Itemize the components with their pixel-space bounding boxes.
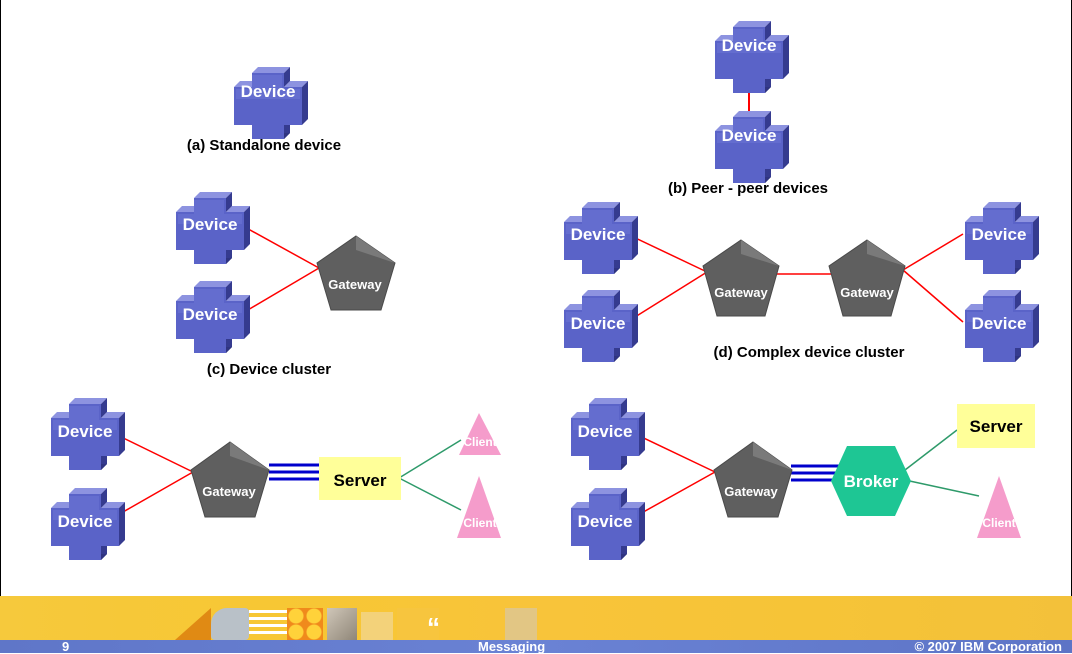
- messaging-topology-diagram: Device Device Device Device Device Devic…: [51, 21, 1039, 560]
- svg-text:Device: Device: [183, 215, 238, 234]
- svg-text:Gateway: Gateway: [840, 285, 894, 300]
- broker: Broker: [831, 446, 911, 516]
- svg-text:Device: Device: [571, 225, 626, 244]
- svg-text:Broker: Broker: [844, 472, 899, 491]
- gateway-c: Gateway: [316, 235, 396, 311]
- device-d-left-top: Device: [564, 202, 638, 274]
- svg-text:Gateway: Gateway: [724, 484, 778, 499]
- footer-graphic-strip: “: [175, 604, 545, 640]
- device-b-top: Device: [715, 21, 789, 93]
- server-e: Server: [319, 457, 401, 500]
- caption-complex-device-cluster: (d) Complex device cluster: [714, 344, 905, 361]
- device-e-bottom: Device: [51, 488, 125, 560]
- device-e-top: Device: [51, 398, 125, 470]
- caption-standalone: (a) Standalone device: [187, 137, 341, 154]
- svg-text:Device: Device: [722, 36, 777, 55]
- device-c-bottom: Device: [176, 281, 250, 353]
- client-e-bottom: Client: [457, 476, 501, 538]
- svg-text:Device: Device: [241, 82, 296, 101]
- page-number: 9: [62, 639, 70, 654]
- caption-device-cluster: (c) Device cluster: [207, 361, 331, 378]
- gateway-d-left: Gateway: [702, 239, 780, 317]
- footer-decorative-band: “: [0, 596, 1072, 640]
- svg-text:Gateway: Gateway: [202, 484, 256, 499]
- device-d-left-bottom: Device: [564, 290, 638, 362]
- svg-text:Device: Device: [722, 126, 777, 145]
- footer-title: Messaging: [478, 639, 546, 654]
- svg-text:Device: Device: [972, 225, 1027, 244]
- device-d-right-top: Device: [965, 202, 1039, 274]
- client-f: Client: [977, 476, 1021, 538]
- svg-text:Device: Device: [578, 512, 633, 531]
- svg-text:Gateway: Gateway: [328, 277, 382, 292]
- device-f-bottom: Device: [571, 488, 645, 560]
- svg-text:Device: Device: [578, 422, 633, 441]
- gateway-d-right: Gateway: [828, 239, 906, 317]
- svg-text:Server: Server: [970, 417, 1023, 436]
- server-f: Server: [957, 404, 1035, 448]
- connection-lines: [108, 60, 980, 521]
- svg-text:Device: Device: [183, 305, 238, 324]
- device-d-right-bottom: Device: [965, 290, 1039, 362]
- gateway-f: Gateway: [713, 441, 793, 518]
- device-b-bottom: Device: [715, 111, 789, 183]
- svg-text:Client: Client: [463, 516, 496, 530]
- client-e-top: Client: [459, 413, 501, 455]
- svg-text:Server: Server: [334, 471, 387, 490]
- device-c-top: Device: [176, 192, 250, 264]
- copyright: © 2007 IBM Corporation: [914, 639, 1062, 654]
- svg-text:Client: Client: [463, 435, 496, 449]
- footer-bar: 9 Messaging © 2007 IBM Corporation: [0, 640, 1072, 653]
- caption-peer-peer: (b) Peer - peer devices: [668, 180, 828, 197]
- svg-text:Gateway: Gateway: [714, 285, 768, 300]
- svg-text:Device: Device: [58, 422, 113, 441]
- gateway-e: Gateway: [190, 441, 270, 518]
- device-a: Device: [234, 67, 308, 139]
- svg-text:Device: Device: [571, 314, 626, 333]
- svg-text:Device: Device: [972, 314, 1027, 333]
- device-f-top: Device: [571, 398, 645, 470]
- svg-text:Device: Device: [58, 512, 113, 531]
- svg-text:Client: Client: [982, 516, 1015, 530]
